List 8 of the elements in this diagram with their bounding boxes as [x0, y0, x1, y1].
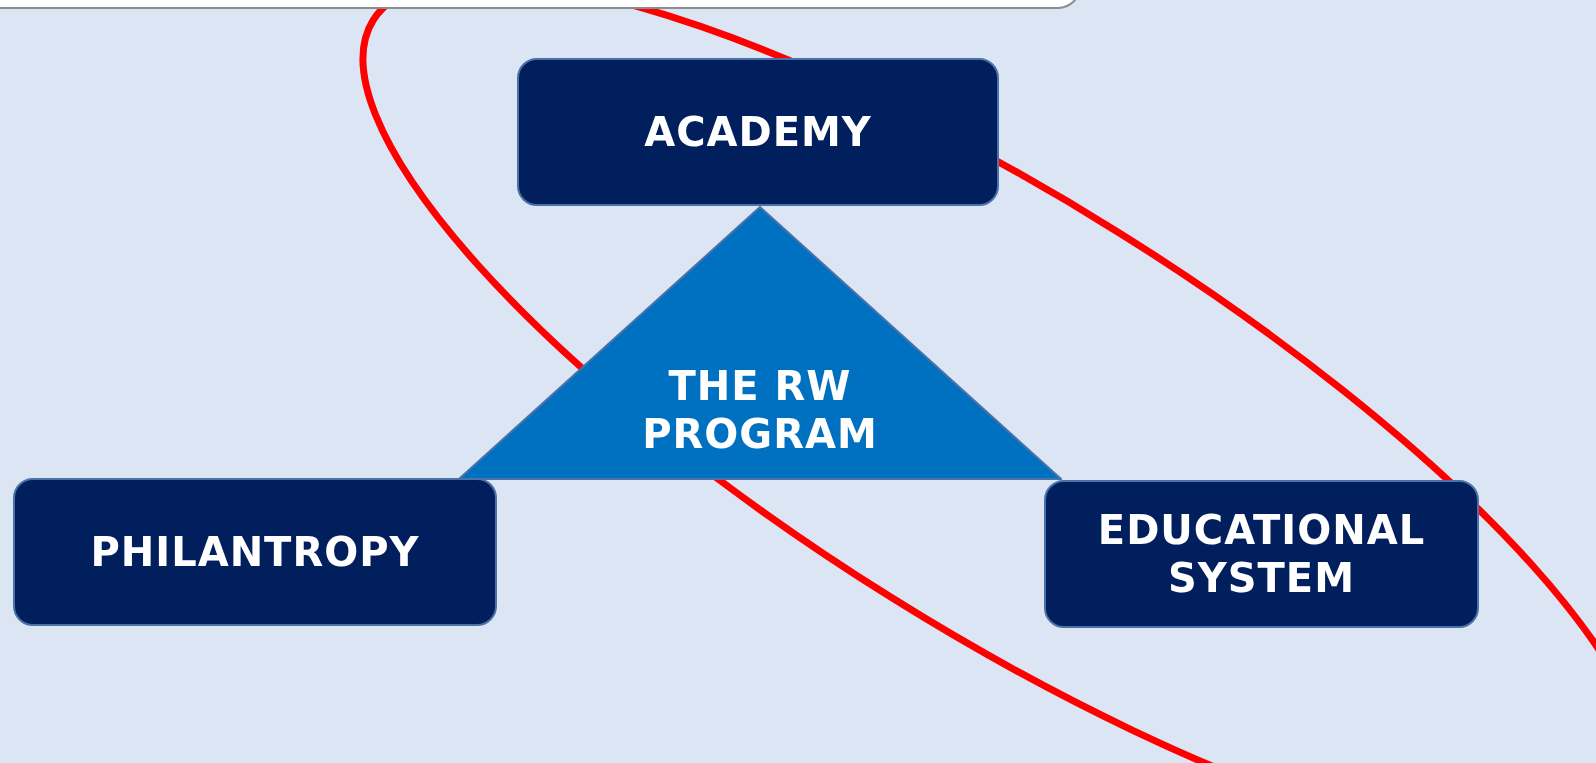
process-box: [1044, 480, 1479, 628]
node-label: THE RW PROGRAM: [641, 362, 879, 458]
process-box: [517, 58, 999, 206]
node-label: EDUCATIONAL SYSTEM: [1096, 506, 1427, 602]
triangle-node: [458, 206, 1062, 480]
node-label: PHILANTROPY: [90, 528, 420, 576]
process-box: [13, 478, 497, 626]
node-label: ACADEMY: [644, 108, 872, 156]
